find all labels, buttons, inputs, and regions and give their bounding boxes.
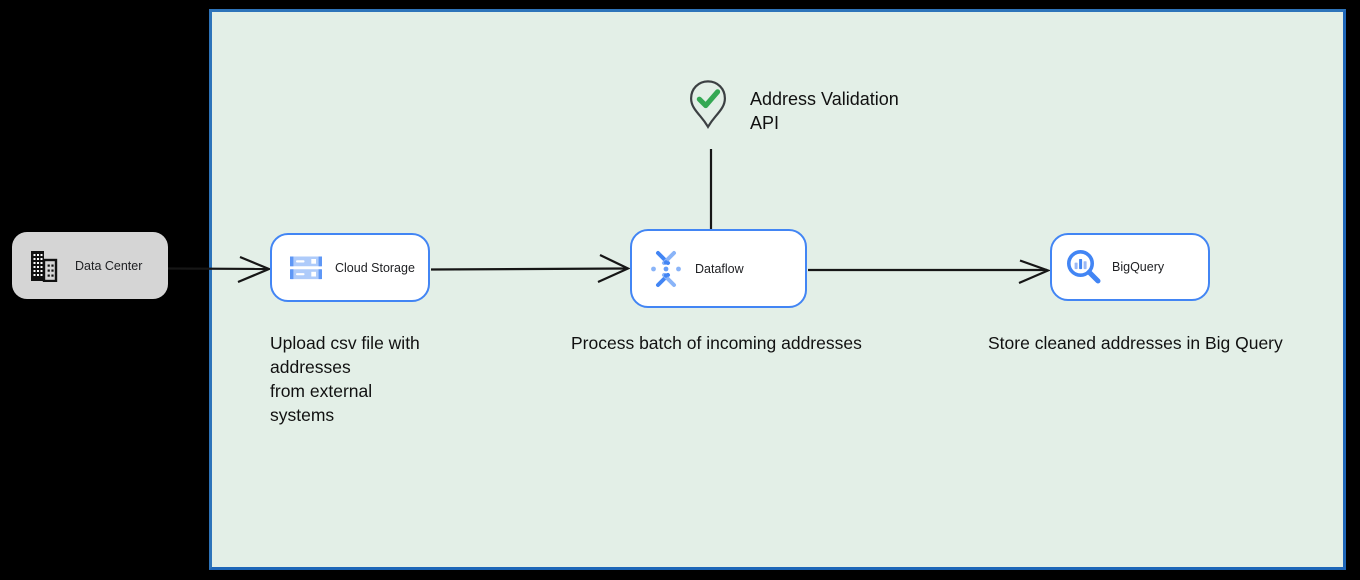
node-cloud-storage[interactable]: Cloud Storage — [270, 233, 430, 302]
caption-bigquery: Store cleaned addresses in Big Query — [988, 333, 1283, 353]
node-data-center[interactable]: Data Center — [12, 232, 168, 299]
cloud-storage-icon — [290, 256, 322, 279]
node-bigquery[interactable]: BigQuery — [1050, 233, 1210, 301]
connector-cloudstorage-to-dataflow — [430, 254, 631, 284]
node-label: Dataflow — [695, 261, 744, 276]
caption-dataflow: Process batch of incoming addresses — [571, 333, 862, 353]
connector-dataflow-to-bigquery — [808, 259, 1052, 285]
node-label: BigQuery — [1112, 260, 1165, 274]
location-pin-check-icon[interactable] — [687, 79, 729, 133]
node-label: Data Center — [75, 258, 143, 273]
node-label: Cloud Storage — [335, 260, 415, 275]
node-dataflow[interactable]: Dataflow — [630, 229, 807, 308]
building-icon — [31, 250, 58, 282]
bigquery-icon — [1067, 250, 1101, 284]
dataflow-icon — [651, 250, 681, 287]
caption-cloud-storage: Upload csv file with addresses from exte… — [270, 333, 420, 425]
connector-datacenter-to-cloudstorage — [167, 255, 272, 284]
address-validation-api-label: Address Validation API — [750, 89, 899, 133]
